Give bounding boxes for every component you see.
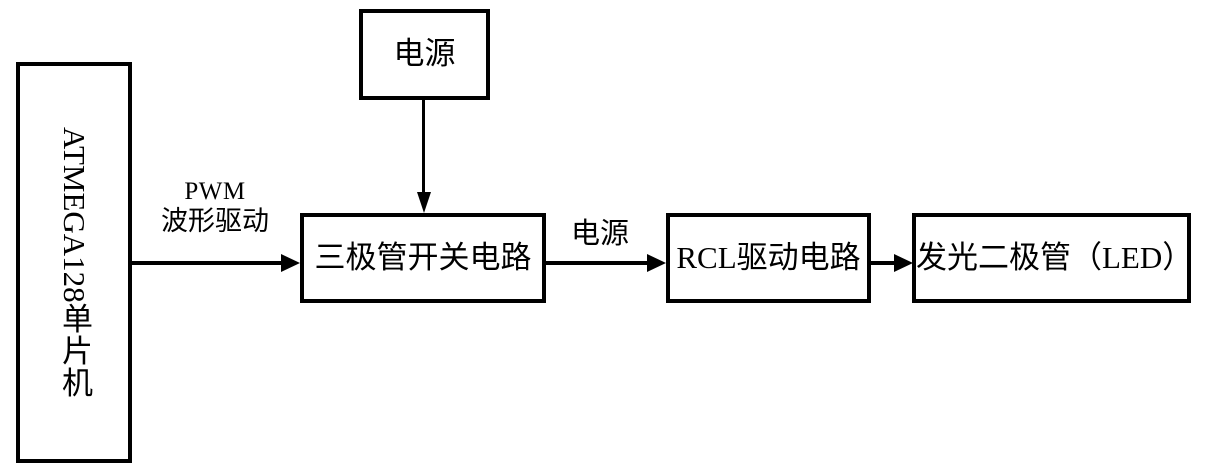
arrow-head-right-icon	[647, 254, 666, 272]
block-label-atmega128-mcu: ATMEGA128单片机	[57, 126, 93, 399]
edge-label-power-text: 电源	[570, 218, 629, 250]
block-label-power-supply: 电源	[393, 36, 456, 72]
block-label-rcl-drive-circuit: RCL驱动电路	[676, 239, 861, 275]
arrow-head-down-icon	[417, 192, 431, 213]
block-atmega128-mcu: ATMEGA128单片机	[16, 62, 132, 463]
connector-power-to-transistor	[422, 100, 425, 195]
block-power-supply: 电源	[359, 9, 490, 100]
edge-label-pwm-line2: 波形驱动	[161, 206, 269, 236]
block-label-atmega128-cjk: 单片机	[57, 302, 93, 399]
block-rcl-drive-circuit: RCL驱动电路	[666, 213, 871, 303]
arrow-head-right-icon	[281, 254, 300, 272]
edge-label-power: 电源	[552, 218, 648, 250]
block-transistor-switch-circuit: 三极管开关电路	[300, 213, 546, 303]
arrow-head-right-icon	[894, 254, 913, 272]
edge-label-pwm-line1: PWM	[184, 178, 246, 205]
edge-label-pwm-waveform-drive: PWM 波形驱动	[145, 178, 285, 236]
block-label-atmega128-latin: ATMEGA128	[57, 126, 93, 303]
block-light-emitting-diode: 发光二极管（LED）	[912, 213, 1194, 303]
block-label-transistor-switch-circuit: 三极管开关电路	[314, 239, 532, 275]
connector-rcl-to-led	[871, 261, 897, 265]
connector-mcu-to-transistor	[132, 261, 284, 265]
block-label-light-emitting-diode: 发光二极管（LED）	[916, 239, 1194, 275]
connector-transistor-to-rcl	[546, 261, 650, 265]
